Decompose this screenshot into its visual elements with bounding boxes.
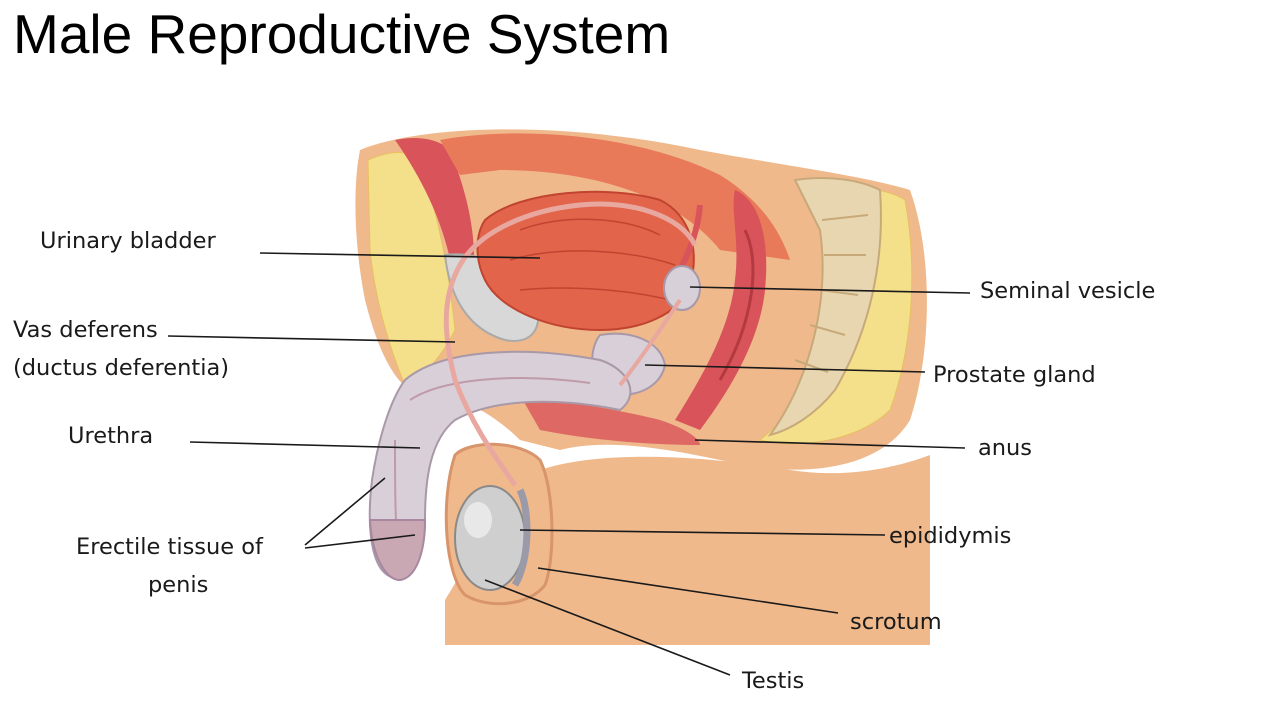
label-urethra: Urethra (68, 423, 154, 449)
label-anus: anus (978, 435, 1033, 461)
leader-line-erectile-1 (304, 477, 386, 546)
leader-line-urinary-bladder (259, 252, 541, 259)
label-erectile-tissue-line2: penis (148, 572, 209, 598)
leader-line-urethra (189, 441, 421, 449)
leader-line-erectile-2 (304, 534, 416, 549)
label-urinary-bladder: Urinary bladder (40, 228, 216, 254)
leader-lines (167, 252, 971, 676)
label-erectile-tissue: Erectile tissue of (76, 534, 263, 560)
label-prostate-gland: Prostate gland (933, 362, 1096, 388)
leader-line-prostate-gland (644, 364, 926, 373)
label-epididymis: epididymis (889, 523, 1012, 549)
label-scrotum: scrotum (850, 609, 942, 635)
leader-line-epididymis (519, 529, 886, 536)
leader-line-testis (484, 579, 731, 676)
label-vas-deferens-alt: (ductus deferentia) (13, 355, 230, 381)
leader-line-vas-deferens (167, 335, 456, 343)
leader-line-scrotum (537, 567, 839, 614)
label-testis: Testis (742, 668, 805, 694)
label-vas-deferens: Vas deferens (13, 317, 158, 343)
anatomy-illustration (355, 129, 930, 645)
leader-line-anus (694, 439, 966, 449)
leader-line-seminal-vesicle (689, 286, 971, 294)
label-seminal-vesicle: Seminal vesicle (980, 278, 1156, 304)
page-title: Male Reproductive System (13, 3, 671, 65)
